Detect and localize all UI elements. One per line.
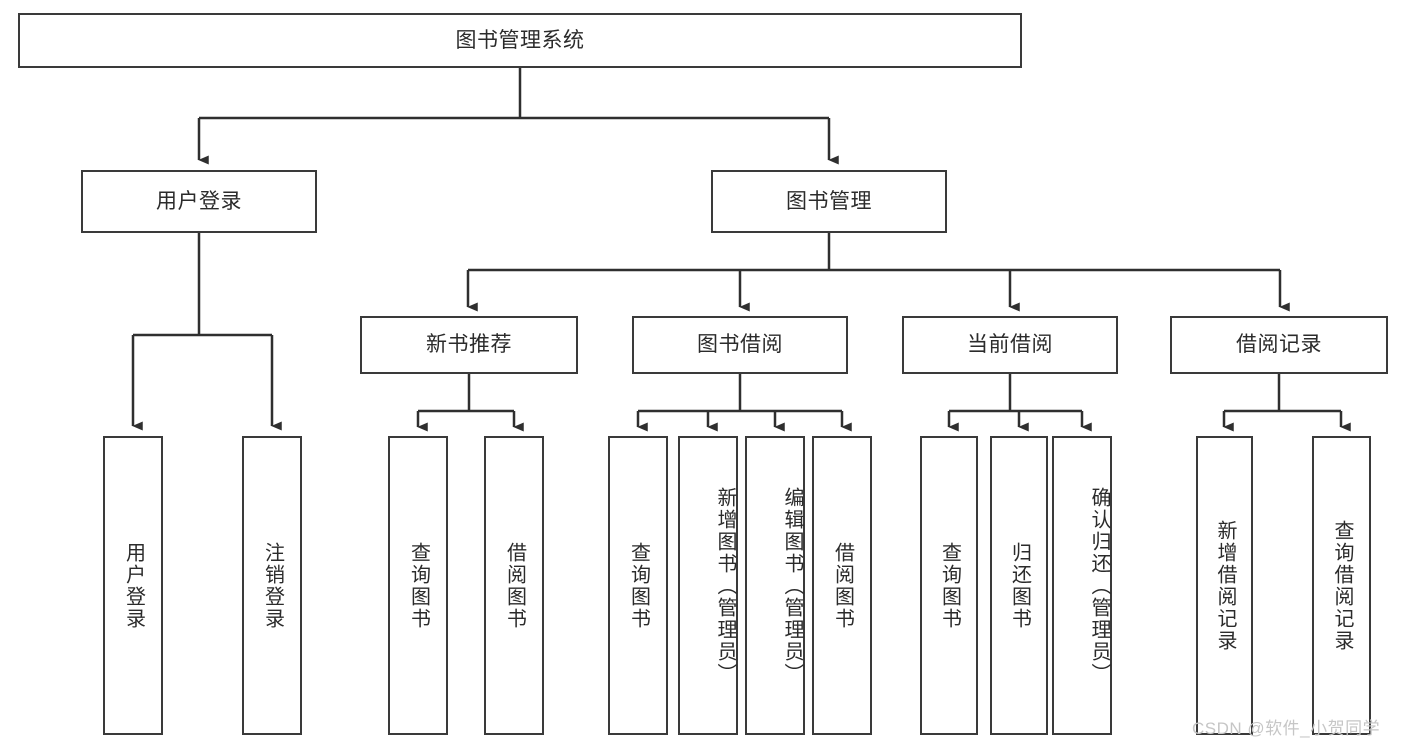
node-leaf-query-book-borrow[interactable]: 查询图书 [608, 436, 668, 735]
node-leaf-borrow-book-new[interactable]: 借阅图书 [484, 436, 544, 735]
node-label: 用户登录 [122, 541, 145, 630]
node-label: 编辑图书（管理员） [781, 486, 803, 685]
node-label: 图书管理系统 [455, 28, 585, 52]
node-leaf-query-book-new[interactable]: 查询图书 [388, 436, 448, 735]
node-leaf-query-book-current[interactable]: 查询图书 [920, 436, 978, 735]
node-label: 图书借阅 [697, 333, 783, 357]
node-label: 新增借阅记录 [1214, 519, 1236, 652]
node-label: 查询图书 [938, 541, 961, 630]
node-leaf-add-borrow-record[interactable]: 新增借阅记录 [1196, 436, 1253, 735]
node-leaf-user-login[interactable]: 用户登录 [103, 436, 163, 735]
node-leaf-edit-book-admin[interactable]: 编辑图书（管理员） [745, 436, 805, 735]
node-label: 注销登录 [261, 541, 284, 630]
node-label: 查询借阅记录 [1331, 519, 1353, 652]
node-book-management[interactable]: 图书管理 [711, 170, 947, 233]
node-label: 图书管理 [786, 189, 872, 213]
node-label: 借阅记录 [1236, 333, 1322, 357]
node-borrow-record[interactable]: 借阅记录 [1170, 316, 1388, 374]
node-system-title[interactable]: 图书管理系统 [18, 13, 1022, 68]
node-leaf-return-book[interactable]: 归还图书 [990, 436, 1048, 735]
node-new-book-recommend[interactable]: 新书推荐 [360, 316, 578, 374]
node-label: 用户登录 [156, 189, 242, 213]
node-label: 新书推荐 [426, 333, 512, 357]
node-user-login[interactable]: 用户登录 [81, 170, 317, 233]
node-book-borrow[interactable]: 图书借阅 [632, 316, 848, 374]
node-label: 借阅图书 [503, 541, 526, 630]
node-label: 新增图书（管理员） [714, 486, 736, 685]
node-current-borrow[interactable]: 当前借阅 [902, 316, 1118, 374]
node-leaf-query-borrow-record[interactable]: 查询借阅记录 [1312, 436, 1371, 735]
node-leaf-confirm-return-admin[interactable]: 确认归还（管理员） [1052, 436, 1112, 735]
node-leaf-logout-login[interactable]: 注销登录 [242, 436, 302, 735]
node-label: 查询图书 [627, 541, 650, 630]
node-label: 确认归还（管理员） [1088, 486, 1110, 685]
node-label: 当前借阅 [967, 333, 1053, 357]
node-label: 查询图书 [407, 541, 430, 630]
node-label: 归还图书 [1008, 541, 1031, 630]
node-label: 借阅图书 [831, 541, 854, 630]
node-leaf-add-book-admin[interactable]: 新增图书（管理员） [678, 436, 738, 735]
node-leaf-borrow-book[interactable]: 借阅图书 [812, 436, 872, 735]
